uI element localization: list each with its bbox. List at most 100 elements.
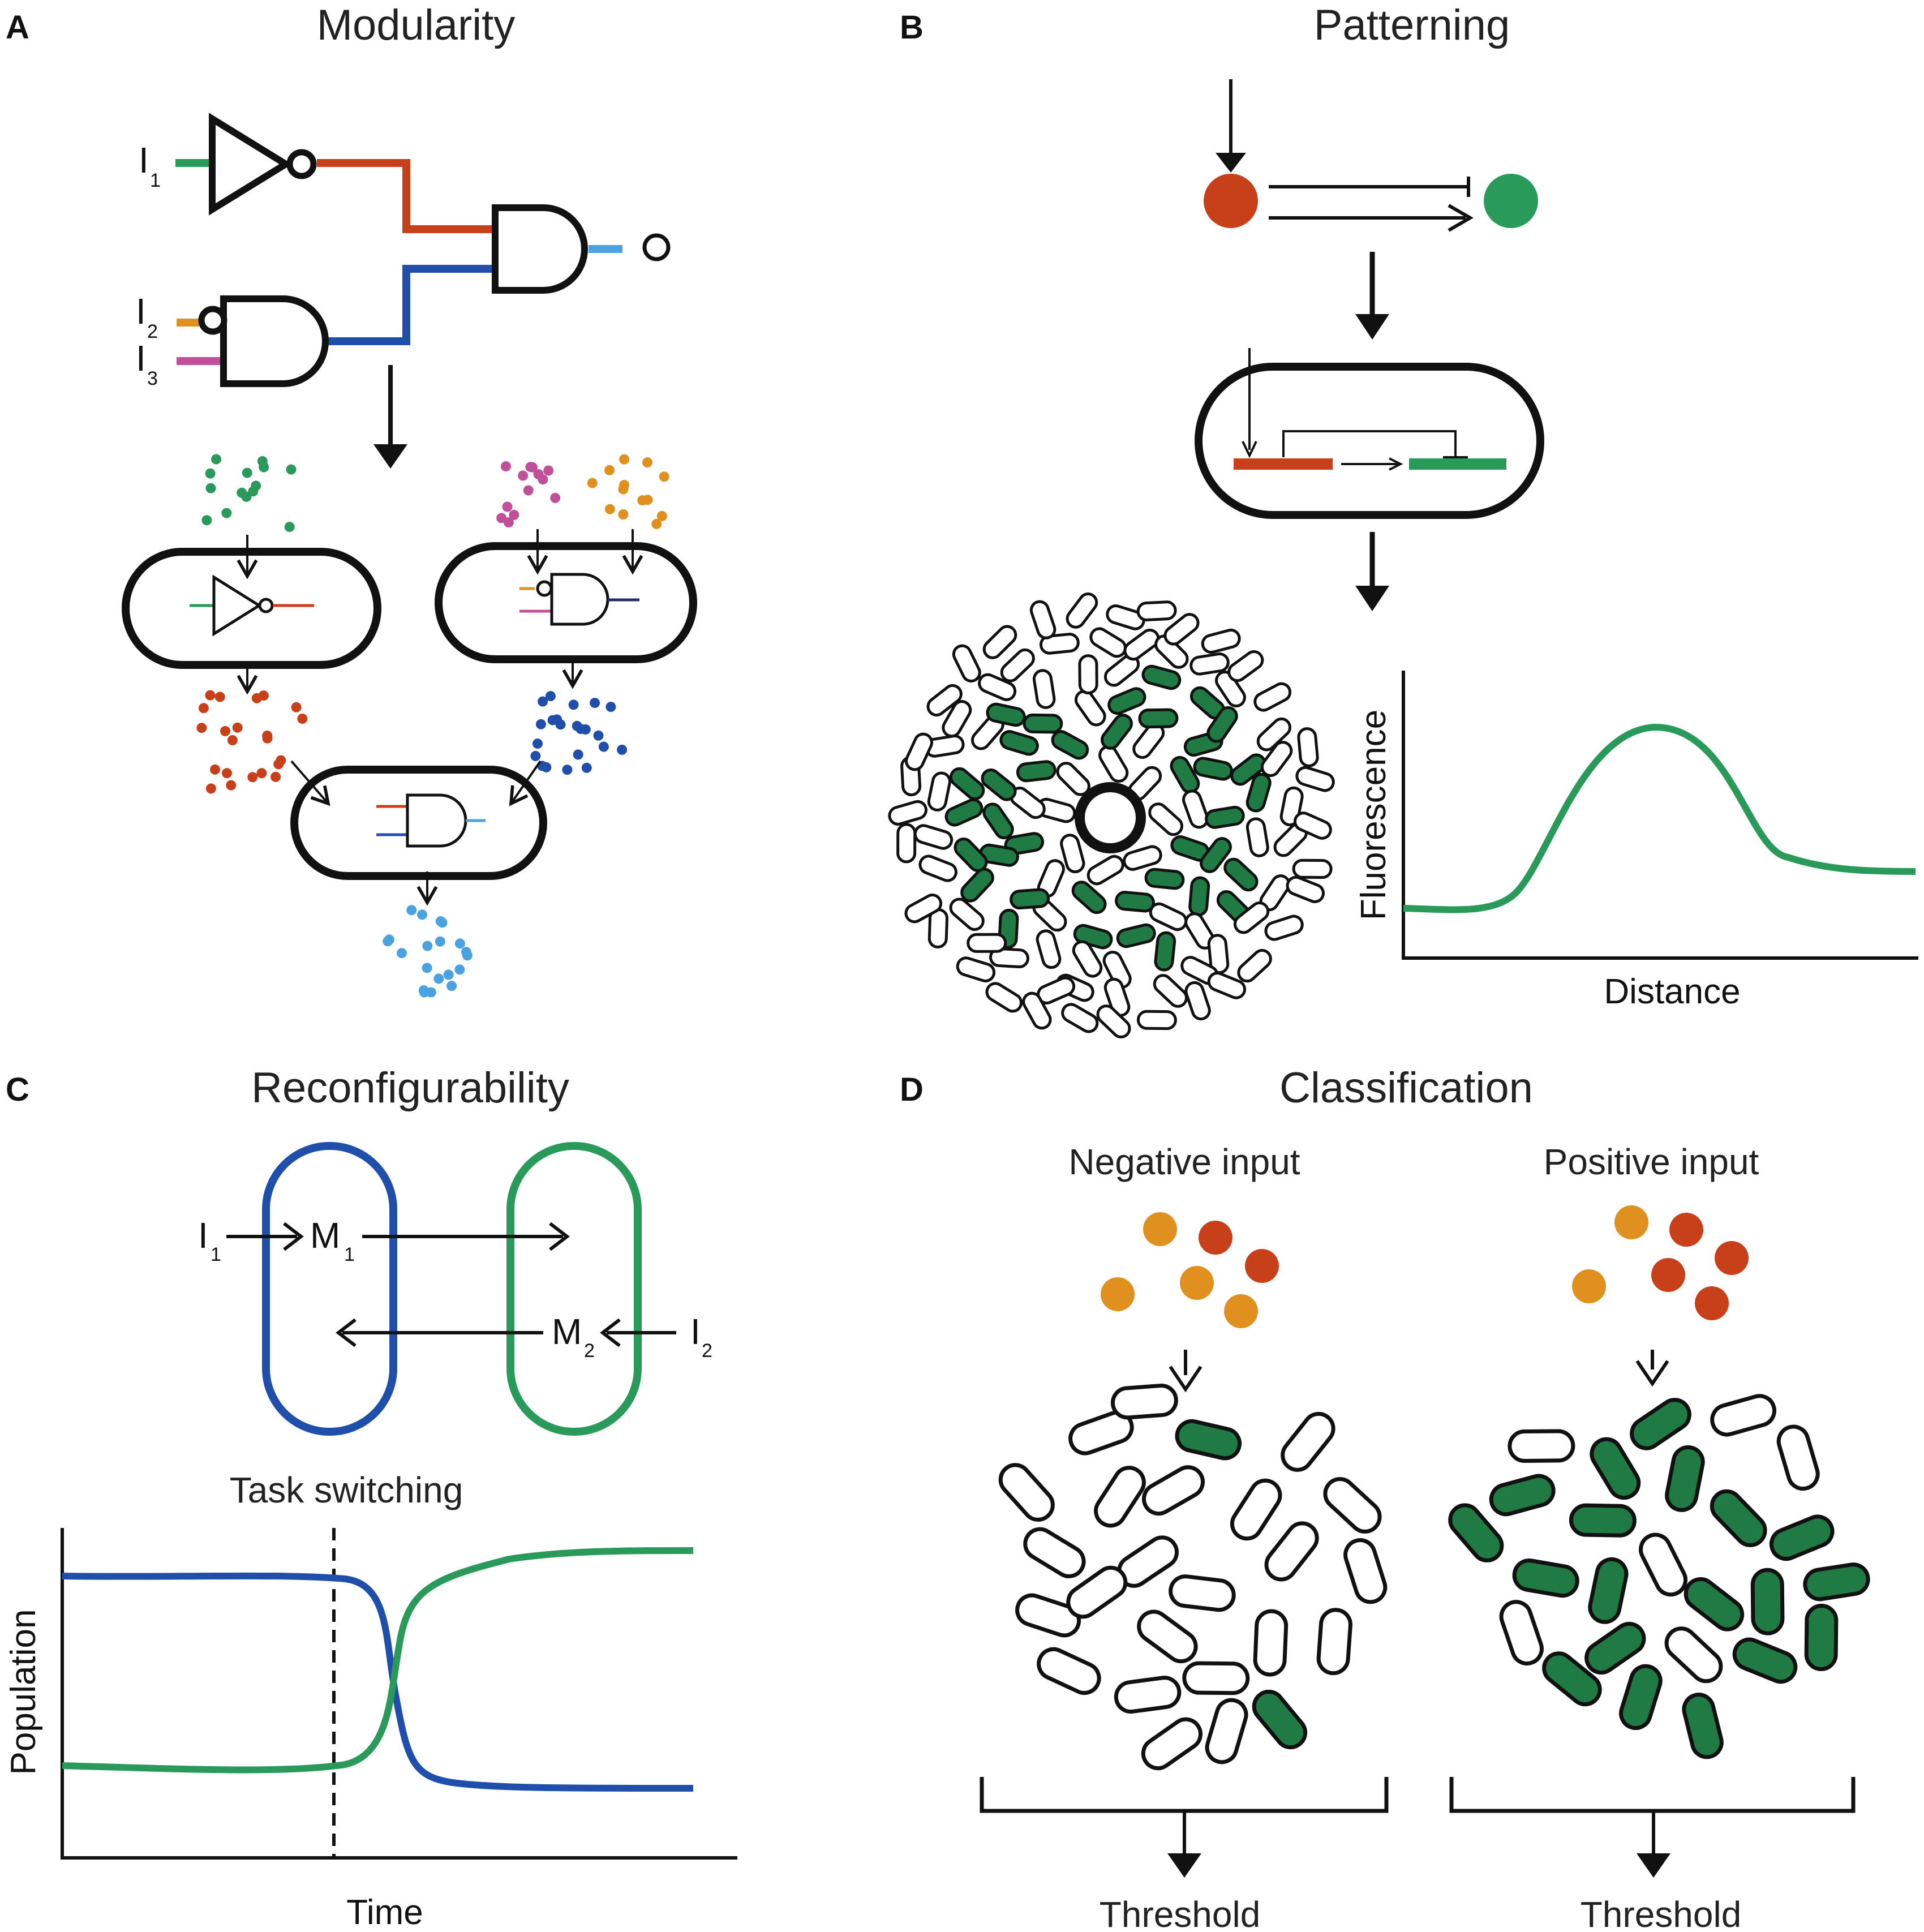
fluorescent-cell bbox=[1016, 760, 1057, 783]
dark-cell bbox=[1036, 929, 1062, 969]
panel-b: B Patterning Distance Fluor bbox=[888, 1, 1918, 1038]
molecule-dot bbox=[598, 741, 609, 752]
panel-c-title: Reconfigurability bbox=[251, 1064, 569, 1112]
dark-cell bbox=[1086, 855, 1124, 886]
positive-input-label: Positive input bbox=[1544, 1141, 1759, 1182]
panel-a: A Modularity I 1 I 2 I 3 bbox=[6, 1, 697, 998]
dark-cell bbox=[1015, 1593, 1081, 1638]
molecule-dot bbox=[276, 755, 286, 766]
input-bubble bbox=[198, 306, 227, 335]
molecule-dot bbox=[210, 764, 220, 775]
cell-and-gate-icon bbox=[550, 573, 609, 626]
molecule-dot bbox=[242, 467, 252, 478]
molecule-dot bbox=[523, 485, 534, 496]
molecule-dot bbox=[547, 715, 558, 725]
molecule-dot bbox=[237, 487, 247, 498]
molecule-dot bbox=[501, 461, 511, 472]
population-curve-blue bbox=[62, 1572, 694, 1792]
molecule-dot bbox=[562, 765, 573, 775]
fluorescent-cell bbox=[1200, 837, 1232, 873]
svg-text:2: 2 bbox=[702, 1340, 712, 1362]
dark-cell bbox=[1233, 901, 1270, 934]
fluorescent-cell bbox=[1619, 1664, 1663, 1731]
dark-cell bbox=[1499, 1600, 1544, 1665]
dark-cell bbox=[952, 644, 981, 682]
red-node bbox=[1204, 174, 1258, 228]
fluorescent-cell bbox=[1141, 664, 1182, 690]
molecule-dot bbox=[593, 730, 604, 741]
dark-cell bbox=[1123, 845, 1162, 871]
dark-cell bbox=[998, 1463, 1055, 1522]
dark-cell bbox=[1022, 991, 1052, 1030]
fluorescent-cell bbox=[960, 868, 994, 903]
dark-cell bbox=[1078, 654, 1098, 695]
green-node bbox=[1484, 174, 1538, 228]
svg-text:I: I bbox=[139, 140, 149, 181]
task-switching-subtitle: Task switching bbox=[230, 1470, 463, 1510]
dark-cell bbox=[1141, 1717, 1202, 1771]
molecule-dot bbox=[502, 501, 513, 512]
molecule-dot bbox=[221, 508, 232, 518]
molecule-dot bbox=[406, 905, 417, 916]
fluorescent-cell bbox=[981, 768, 1017, 801]
orange-molecule-cluster bbox=[587, 454, 669, 529]
cell-and-gate-small-icon bbox=[406, 793, 467, 848]
fluorescent-cell bbox=[1769, 1514, 1835, 1561]
fluorescent-cell bbox=[1138, 708, 1179, 729]
molecule-dot bbox=[419, 987, 430, 998]
dark-cell bbox=[978, 673, 1017, 701]
fluorescent-cell bbox=[999, 730, 1039, 756]
molecule-dot bbox=[446, 981, 457, 991]
dark-cell bbox=[1295, 766, 1335, 792]
fluorescent-cell bbox=[1107, 687, 1146, 715]
molecule-dot bbox=[256, 768, 267, 779]
population-plot: Time Population bbox=[4, 1528, 737, 1932]
dark-cell bbox=[1136, 600, 1177, 622]
dark-cell bbox=[1253, 1609, 1289, 1677]
lightblue-molecule-cluster bbox=[383, 905, 473, 998]
fluorescent-cell bbox=[1684, 1577, 1745, 1632]
dark-cell bbox=[904, 894, 943, 924]
dark-cell bbox=[1776, 1424, 1820, 1491]
molecule-dot bbox=[454, 964, 465, 975]
molecule-dot bbox=[656, 510, 667, 521]
fluorescent-cell bbox=[1630, 1398, 1691, 1450]
molecule-dot bbox=[297, 714, 308, 724]
negative-bracket bbox=[980, 1777, 1389, 1813]
population-curve-green bbox=[62, 1547, 694, 1774]
molecule-dot bbox=[509, 509, 519, 520]
dark-cell bbox=[1141, 1465, 1205, 1516]
molecule-dot bbox=[538, 696, 548, 707]
dark-cell bbox=[1316, 1608, 1352, 1676]
dark-cell bbox=[1664, 1626, 1723, 1684]
molecule-dot bbox=[270, 771, 281, 782]
dark-cell bbox=[1032, 669, 1056, 709]
svg-text:1: 1 bbox=[150, 170, 161, 191]
dark-cell bbox=[1163, 613, 1200, 646]
fluorescent-cell bbox=[1750, 1568, 1785, 1635]
dark-cell bbox=[918, 855, 957, 882]
molecule-dot bbox=[259, 462, 269, 473]
dark-cell bbox=[1639, 1532, 1687, 1597]
fluorescent-cell bbox=[944, 798, 984, 827]
molecule-dot bbox=[435, 936, 445, 947]
fluorescent-cell bbox=[1542, 1651, 1602, 1707]
dark-cell bbox=[1343, 1538, 1388, 1604]
not-gate-icon bbox=[209, 113, 293, 216]
molecule-dot bbox=[291, 702, 302, 712]
fluorescent-cell bbox=[949, 767, 985, 801]
svg-text:2: 2 bbox=[584, 1340, 595, 1362]
molecule-dot bbox=[642, 457, 652, 468]
dark-cell bbox=[1323, 1477, 1382, 1534]
fluorescent-cell bbox=[1023, 713, 1063, 734]
panel-d: D Classification Negative input Positive… bbox=[900, 1064, 1870, 1932]
molecule-dot bbox=[617, 744, 628, 755]
molecule-dot bbox=[496, 513, 507, 523]
molecule-dot bbox=[417, 909, 427, 920]
dark-cell bbox=[1293, 812, 1332, 840]
inverted-and-gate-icon bbox=[220, 295, 329, 387]
dark-cell bbox=[1037, 1647, 1101, 1695]
svg-text:I: I bbox=[136, 338, 146, 379]
fluorescence-ylabel: Fluorescence bbox=[1354, 710, 1393, 920]
